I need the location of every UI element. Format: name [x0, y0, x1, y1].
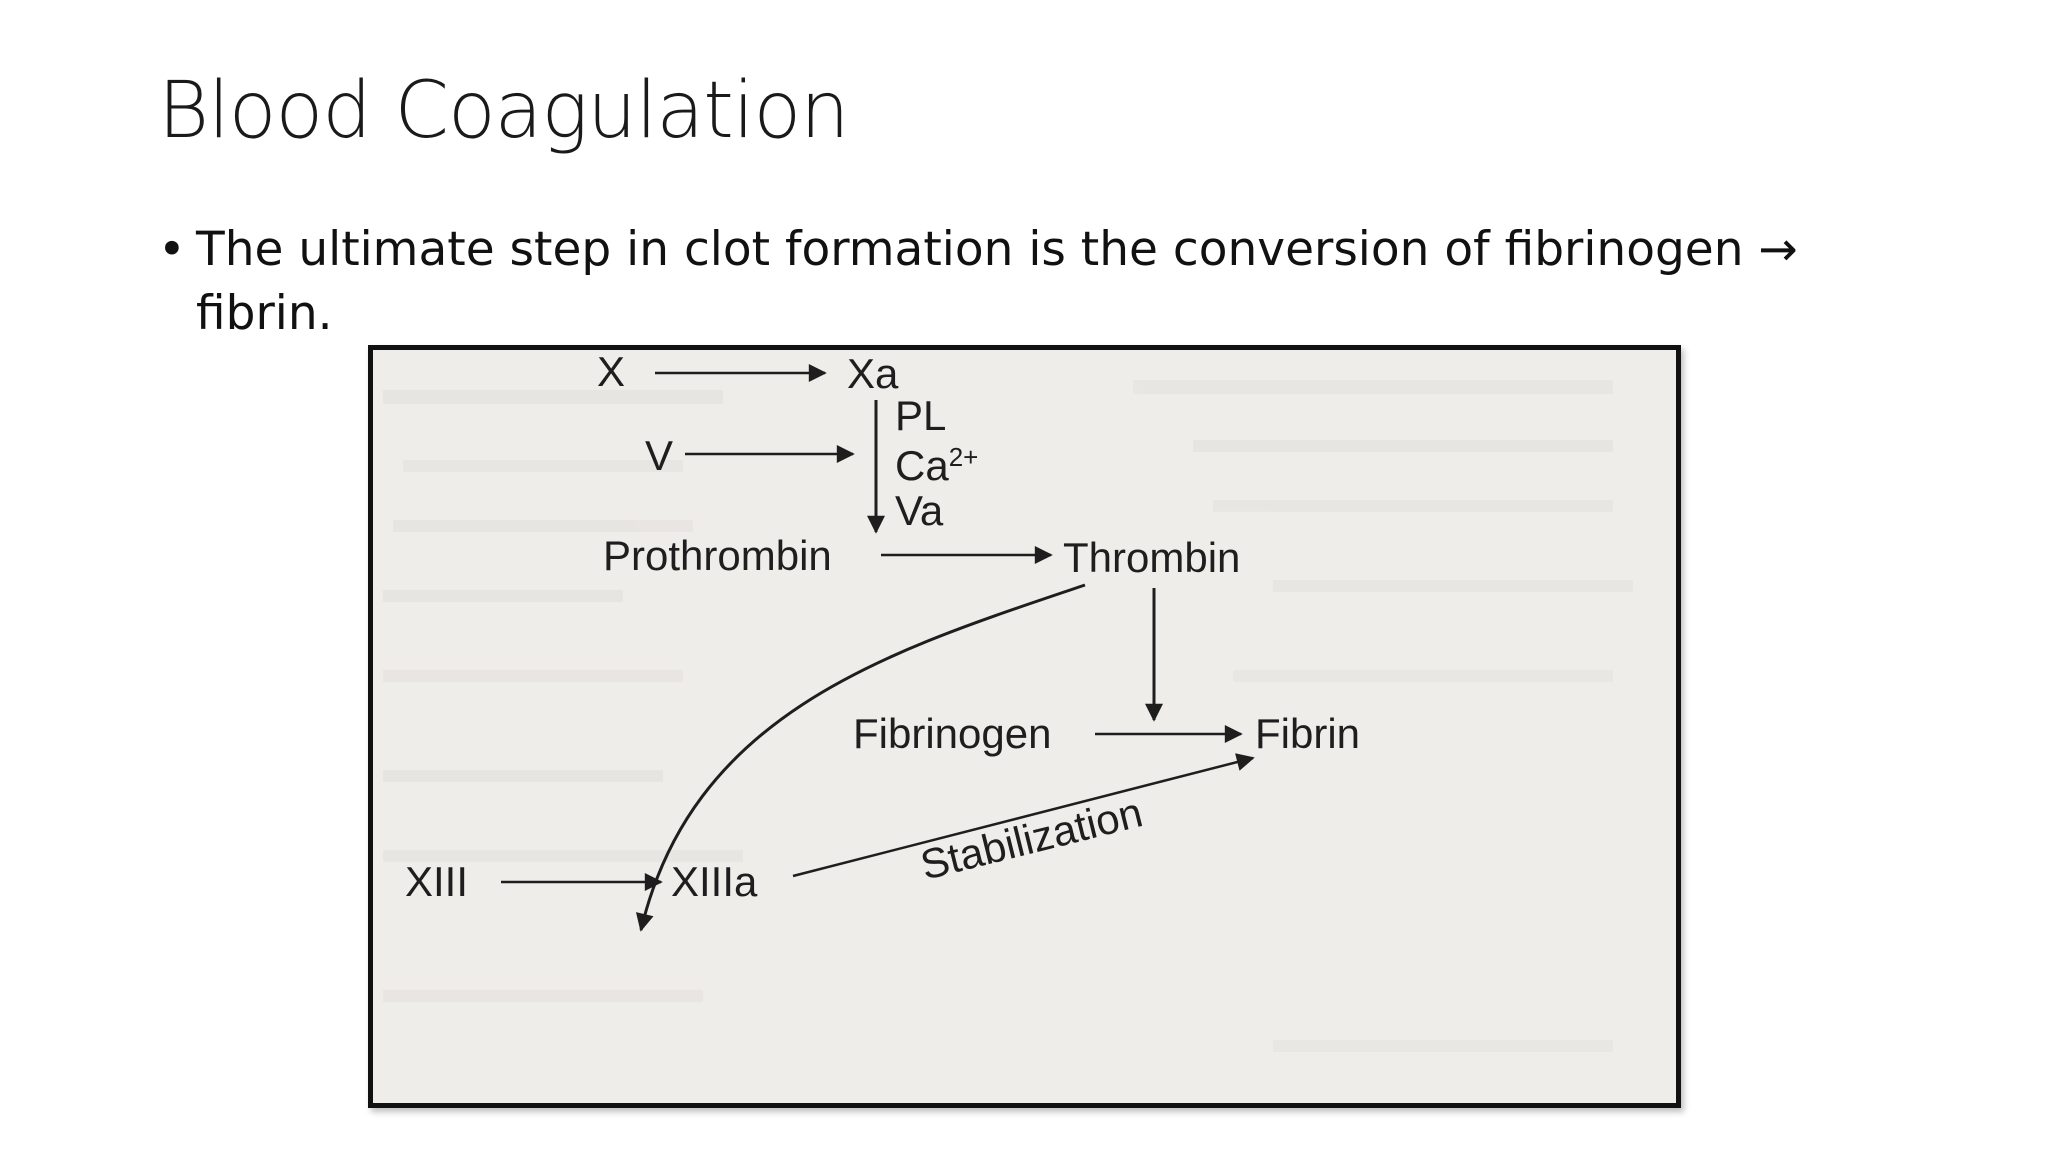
bullet-marker: • — [158, 222, 186, 277]
node-x: X — [597, 350, 625, 395]
bullet-item: • The ultimate step in clot formation is… — [158, 218, 1898, 346]
diagram-canvas: X Xa PL Ca2+ Va V Prothrombin Thrombin F… — [383, 350, 1633, 1052]
bullet-text: The ultimate step in clot formation is t… — [196, 222, 1798, 341]
cofactor-va: Va — [895, 487, 944, 534]
node-v: V — [645, 432, 673, 479]
arrow-thrombin-to-xiiia — [635, 583, 1086, 932]
slide-title: Blood Coagulation — [158, 66, 850, 156]
cofactor-pl: PL — [895, 392, 946, 439]
label-stabilization: Stabilization — [916, 788, 1147, 888]
node-prothrombin: Prothrombin — [603, 532, 832, 579]
bleed-through-texture — [383, 380, 1633, 1052]
cofactor-ca: Ca2+ — [895, 442, 978, 489]
node-xiiia: XIIIa — [671, 858, 758, 905]
node-thrombin: Thrombin — [1063, 534, 1240, 581]
arrow-xiiia-to-fibrin — [792, 753, 1255, 878]
node-xiii: XIII — [405, 858, 468, 905]
node-fibrinogen: Fibrinogen — [853, 710, 1051, 757]
node-xa: Xa — [847, 350, 899, 397]
coagulation-diagram: X Xa PL Ca2+ Va V Prothrombin Thrombin F… — [368, 345, 1681, 1108]
node-fibrin: Fibrin — [1255, 710, 1360, 757]
